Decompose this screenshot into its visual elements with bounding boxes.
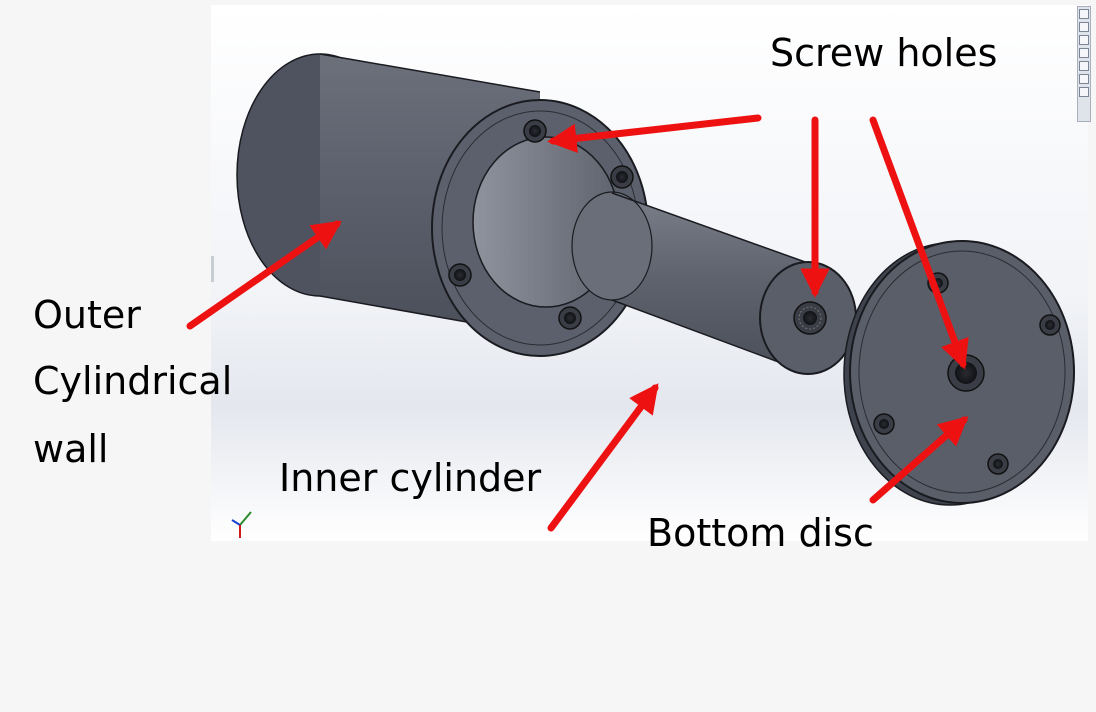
outer-wall-label-line1: Outer — [33, 293, 141, 337]
bottom-disc-label: Bottom disc — [647, 511, 874, 555]
view-orientation-icon[interactable] — [1079, 9, 1089, 19]
section-view-icon[interactable] — [1079, 22, 1089, 32]
scene-icon[interactable] — [1079, 74, 1089, 84]
screw-holes-label: Screw holes — [770, 31, 998, 75]
arrow-to-bottom-disc — [869, 416, 969, 504]
inner-cylinder-label: Inner cylinder — [279, 456, 542, 500]
inner-cylinder — [571, 191, 857, 375]
arrow-to-inner-cylinder — [547, 383, 659, 532]
viewport-edge-mark — [211, 256, 214, 282]
bottom-disc — [843, 240, 1075, 506]
arrow-to-flange-hole — [547, 114, 762, 153]
display-style-icon[interactable] — [1079, 35, 1089, 45]
triad-axis-icon — [231, 511, 252, 538]
arrow-to-outer-wall — [186, 220, 342, 330]
annotation-arrows — [186, 114, 969, 532]
arrow-to-disc-center-hole — [869, 116, 969, 370]
outer-wall-label-line2: Cylindrical — [33, 359, 233, 403]
view-toolbar — [1077, 6, 1091, 122]
outer-wall-label-line3: wall — [33, 427, 109, 471]
appearance-icon[interactable] — [1079, 61, 1089, 71]
view-settings-icon[interactable] — [1079, 87, 1089, 97]
flange-screw-holes — [448, 119, 634, 330]
hide-show-icon[interactable] — [1079, 48, 1089, 58]
